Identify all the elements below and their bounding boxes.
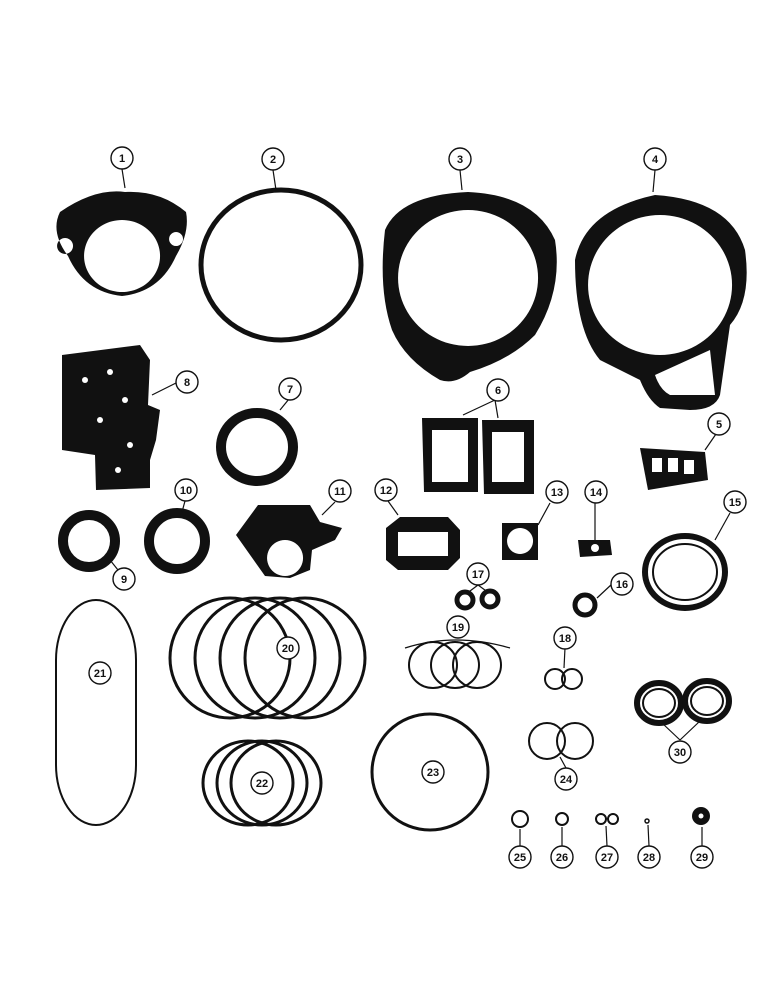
callout-1-label: 1 xyxy=(119,153,125,165)
callout-6: 6 xyxy=(486,378,510,402)
callout-30-label: 30 xyxy=(674,747,686,759)
callout-4: 4 xyxy=(643,147,667,171)
part-8-valve-body-gasket xyxy=(62,345,160,490)
callout-24: 24 xyxy=(554,767,578,791)
callout-15-label: 15 xyxy=(729,497,741,509)
callout-29: 29 xyxy=(690,845,714,869)
part-26-o-ring xyxy=(555,812,569,826)
callout-5: 5 xyxy=(707,412,731,436)
part-18-o-rings xyxy=(544,668,583,690)
callout-13: 13 xyxy=(545,480,569,504)
part-10-round-gasket xyxy=(144,508,210,574)
callout-4-label: 4 xyxy=(652,154,659,166)
callout-22: 22 xyxy=(250,771,274,795)
part-3-housing-gasket xyxy=(382,192,557,382)
callout-11: 11 xyxy=(328,479,352,503)
callout-23: 23 xyxy=(421,760,445,784)
callout-28: 28 xyxy=(637,845,661,869)
part-12-oval-gasket xyxy=(386,517,460,570)
part-13-square-gasket xyxy=(502,523,538,560)
part-28-o-ring xyxy=(644,818,650,824)
part-9-round-gasket xyxy=(58,510,120,572)
callout-16: 16 xyxy=(610,572,634,596)
callout-14-label: 14 xyxy=(590,487,603,499)
part-23-o-ring xyxy=(370,712,490,832)
callout-10-label: 10 xyxy=(180,485,192,497)
callout-19: 19 xyxy=(446,615,470,639)
callout-25-label: 25 xyxy=(514,852,526,864)
callout-7: 7 xyxy=(278,377,302,401)
part-15-seal xyxy=(642,533,728,611)
part-24-split-rings xyxy=(528,722,594,760)
part-17-seals xyxy=(454,588,501,611)
callout-22-label: 22 xyxy=(256,778,268,790)
callout-20-label: 20 xyxy=(282,643,294,655)
part-19-rings xyxy=(404,639,511,689)
part-4-bell-housing-gasket xyxy=(575,195,747,410)
callout-8: 8 xyxy=(175,370,199,394)
callout-16-label: 16 xyxy=(616,579,628,591)
callout-14: 14 xyxy=(584,480,608,504)
callout-11-label: 11 xyxy=(334,486,346,498)
callout-26: 26 xyxy=(550,845,574,869)
callout-15: 15 xyxy=(723,490,747,514)
callout-23-label: 23 xyxy=(427,767,439,779)
callout-6-label: 6 xyxy=(495,385,501,397)
part-30-seals xyxy=(634,678,732,726)
callout-21: 21 xyxy=(88,661,112,685)
callout-10: 10 xyxy=(174,478,198,502)
part-7-round-flange-gasket xyxy=(216,408,298,486)
callout-5-label: 5 xyxy=(716,419,722,431)
callout-25: 25 xyxy=(508,845,532,869)
callout-17: 17 xyxy=(466,562,490,586)
part-27-o-rings xyxy=(595,813,619,825)
callout-20: 20 xyxy=(276,636,300,660)
callout-19-label: 19 xyxy=(452,622,464,634)
callout-26-label: 26 xyxy=(556,852,568,864)
callout-12-label: 12 xyxy=(380,485,392,497)
callout-30: 30 xyxy=(668,740,692,764)
callout-2: 2 xyxy=(261,147,285,171)
callout-7-label: 7 xyxy=(287,384,293,396)
callout-3: 3 xyxy=(448,147,472,171)
callout-18-label: 18 xyxy=(559,633,571,645)
callout-24-label: 24 xyxy=(560,774,573,786)
part-29-seal xyxy=(692,807,710,825)
callout-28-label: 28 xyxy=(643,852,655,864)
callout-13-label: 13 xyxy=(551,487,563,499)
part-14-tab-gasket xyxy=(578,540,612,557)
part-25-o-ring xyxy=(511,810,529,828)
part-1-flange-gasket xyxy=(56,191,187,296)
callout-3-label: 3 xyxy=(457,154,463,166)
part-6-rectangular-gaskets xyxy=(422,418,534,494)
callout-9: 9 xyxy=(112,567,136,591)
callout-8-label: 8 xyxy=(184,377,190,389)
part-11-pump-gasket xyxy=(236,505,342,578)
part-20-large-o-rings xyxy=(168,596,367,720)
callout-12: 12 xyxy=(374,478,398,502)
callout-27: 27 xyxy=(595,845,619,869)
callout-18: 18 xyxy=(553,626,577,650)
callout-9-label: 9 xyxy=(121,574,127,586)
callout-2-label: 2 xyxy=(270,154,276,166)
part-16-small-seal xyxy=(572,592,598,618)
callout-29-label: 29 xyxy=(696,852,708,864)
callout-17-label: 17 xyxy=(472,569,484,581)
callout-27-label: 27 xyxy=(601,852,613,864)
part-22-o-rings xyxy=(201,739,323,827)
callout-1: 1 xyxy=(110,146,134,170)
part-2-round-gasket xyxy=(198,187,364,343)
part-21-oblong-ring xyxy=(55,599,137,826)
callout-21-label: 21 xyxy=(94,668,106,680)
part-5-manifold-gasket xyxy=(640,448,708,490)
leader-lines xyxy=(109,168,731,847)
